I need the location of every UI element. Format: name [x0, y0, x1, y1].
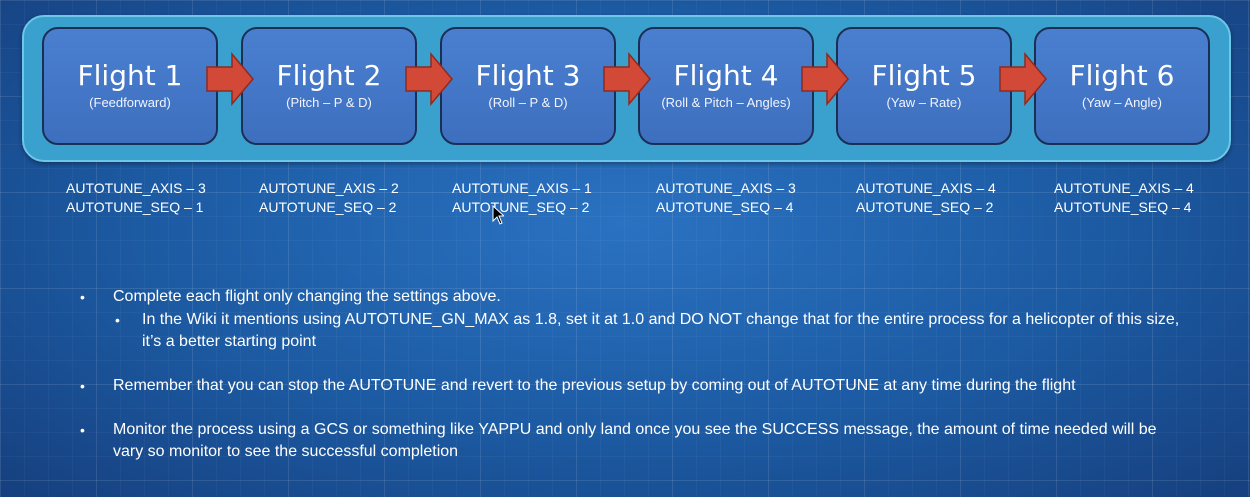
flight-5-params: AUTOTUNE_AXIS – 4 AUTOTUNE_SEQ – 2: [856, 179, 996, 217]
arrow-right-icon: [801, 52, 849, 106]
autotune-seq-value: AUTOTUNE_SEQ – 2: [452, 199, 590, 215]
bullet-icon: •: [80, 378, 85, 394]
flight-6-params: AUTOTUNE_AXIS – 4 AUTOTUNE_SEQ – 4: [1054, 179, 1194, 217]
flight-2-subtitle: (Pitch – P & D): [286, 95, 372, 110]
flight-1-params: AUTOTUNE_AXIS – 3 AUTOTUNE_SEQ – 1: [66, 179, 206, 217]
flight-5-subtitle: (Yaw – Rate): [886, 95, 962, 110]
flight-1-title: Flight 1: [77, 59, 183, 92]
autotune-axis-value: AUTOTUNE_AXIS – 4: [856, 180, 996, 196]
mouse-pointer-icon: [492, 205, 504, 225]
autotune-axis-value: AUTOTUNE_AXIS – 3: [656, 180, 796, 196]
flight-6-title: Flight 6: [1069, 59, 1175, 92]
flight-1-subtitle: (Feedforward): [89, 95, 171, 110]
autotune-seq-value: AUTOTUNE_SEQ – 2: [856, 199, 994, 215]
flight-3-title: Flight 3: [475, 59, 581, 92]
autotune-axis-value: AUTOTUNE_AXIS – 2: [259, 180, 399, 196]
flight-4-params: AUTOTUNE_AXIS – 3 AUTOTUNE_SEQ – 4: [656, 179, 796, 217]
note-text: In the Wiki it mentions using AUTOTUNE_G…: [142, 311, 1180, 350]
flight-5-box: Flight 5 (Yaw – Rate): [836, 27, 1012, 145]
autotune-seq-value: AUTOTUNE_SEQ – 4: [656, 199, 794, 215]
flight-6-box: Flight 6 (Yaw – Angle): [1034, 27, 1210, 145]
note-text: Remember that you can stop the AUTOTUNE …: [113, 377, 1076, 394]
flight-2-title: Flight 2: [276, 59, 382, 92]
list-item: • Monitor the process using a GCS or som…: [80, 419, 1190, 463]
arrow-right-icon: [603, 52, 651, 106]
arrow-right-icon: [206, 52, 254, 106]
bullet-icon: •: [80, 289, 85, 305]
flight-3-box: Flight 3 (Roll – P & D): [440, 27, 616, 145]
list-item: • Remember that you can stop the AUTOTUN…: [80, 375, 1190, 397]
flight-4-title: Flight 4: [673, 59, 779, 92]
autotune-seq-value: AUTOTUNE_SEQ – 4: [1054, 199, 1192, 215]
flight-5-title: Flight 5: [871, 59, 977, 92]
list-item: • In the Wiki it mentions using AUTOTUNE…: [80, 309, 1190, 353]
arrow-right-icon: [405, 52, 453, 106]
flight-3-params: AUTOTUNE_AXIS – 1 AUTOTUNE_SEQ – 2: [452, 179, 592, 217]
arrow-right-icon: [999, 52, 1047, 106]
autotune-axis-value: AUTOTUNE_AXIS – 3: [66, 180, 206, 196]
flight-4-subtitle: (Roll & Pitch – Angles): [661, 95, 791, 110]
note-text: Monitor the process using a GCS or somet…: [113, 421, 1157, 460]
flight-2-box: Flight 2 (Pitch – P & D): [241, 27, 417, 145]
autotune-axis-value: AUTOTUNE_AXIS – 4: [1054, 180, 1194, 196]
autotune-seq-value: AUTOTUNE_SEQ – 2: [259, 199, 397, 215]
bullet-icon: •: [80, 422, 85, 438]
note-text: Complete each flight only changing the s…: [113, 288, 501, 305]
flight-4-box: Flight 4 (Roll & Pitch – Angles): [638, 27, 814, 145]
list-item: • Complete each flight only changing the…: [80, 286, 1190, 308]
bullet-icon: •: [115, 312, 120, 328]
flight-3-subtitle: (Roll – P & D): [488, 95, 568, 110]
flight-2-params: AUTOTUNE_AXIS – 2 AUTOTUNE_SEQ – 2: [259, 179, 399, 217]
flight-6-subtitle: (Yaw – Angle): [1082, 95, 1162, 110]
autotune-seq-value: AUTOTUNE_SEQ – 1: [66, 199, 204, 215]
autotune-axis-value: AUTOTUNE_AXIS – 1: [452, 180, 592, 196]
instruction-notes: • Complete each flight only changing the…: [80, 286, 1190, 463]
flight-1-box: Flight 1 (Feedforward): [42, 27, 218, 145]
